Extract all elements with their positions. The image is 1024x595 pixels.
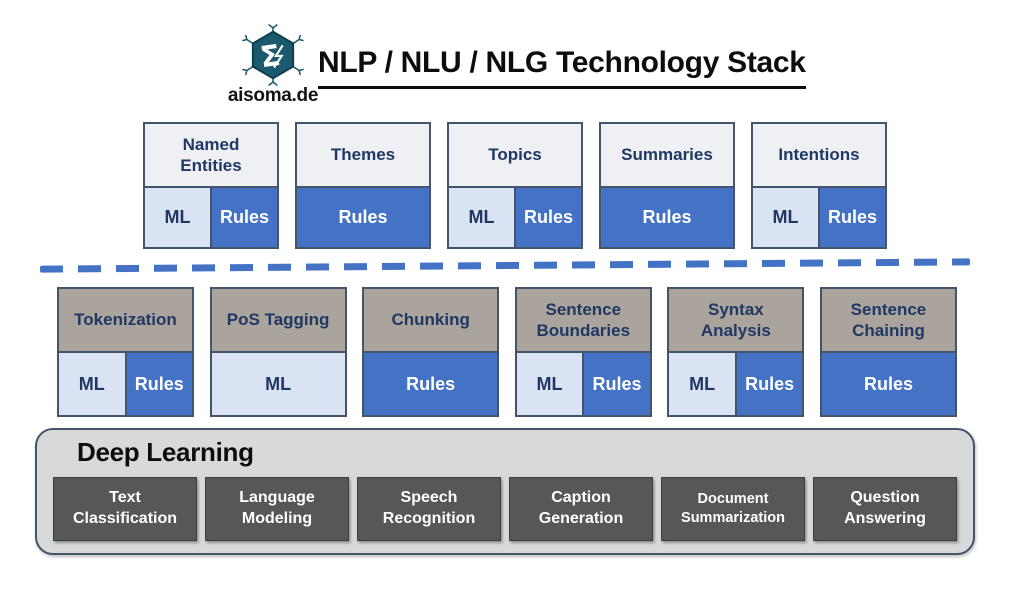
cell-rules: Rules — [124, 353, 192, 415]
hexagon-sigma-logo-icon: Σ — [242, 24, 304, 86]
cell-rules: Rules — [821, 353, 955, 415]
cell-ml: ML — [59, 353, 125, 415]
cell-ml: ML — [753, 188, 818, 247]
box-label: Named Entities — [145, 124, 277, 188]
dl-box-question-answering: Question Answering — [813, 477, 957, 541]
dl-box-document-summarization: Document Summarization — [661, 477, 805, 541]
dashed-divider — [39, 258, 971, 273]
aisoma-logo: Σ aisoma.de — [225, 24, 321, 107]
dl-box-caption-generation: Caption Generation — [509, 477, 653, 541]
box-cells: Rules — [601, 188, 733, 247]
dl-box-speech-recognition: Speech Recognition — [357, 477, 501, 541]
box-label: Tokenization — [59, 289, 192, 353]
box-label: Summaries — [601, 124, 733, 188]
cell-rules: Rules — [514, 188, 581, 247]
cell-ml: ML — [449, 188, 514, 247]
cell-rules: Rules — [210, 188, 277, 247]
box-label: Topics — [449, 124, 581, 188]
box-cells: Rules — [297, 188, 429, 247]
dl-box-text-classification: Text Classification — [53, 477, 197, 541]
box-cells: ML — [211, 353, 345, 415]
logo-text: aisoma.de — [227, 85, 319, 106]
box-label: Intentions — [753, 124, 885, 188]
box-label: Themes — [297, 124, 429, 188]
box-label: Sentence Boundaries — [516, 289, 650, 353]
cell-rules: Rules — [582, 353, 650, 415]
cell-rules: Rules — [734, 353, 803, 415]
cell-ml: ML — [669, 353, 735, 415]
box-label: Sentence Chaining — [821, 289, 955, 353]
box-label: Chunking — [364, 289, 498, 353]
deep-learning-title: Deep Learning — [77, 437, 254, 467]
cell-rules: Rules — [297, 188, 429, 247]
cell-ml: ML — [145, 188, 210, 247]
box-label: Syntax Analysis — [669, 289, 803, 353]
cell-rules: Rules — [601, 188, 733, 247]
page-title: NLP / NLU / NLG Technology Stack — [318, 46, 806, 89]
cell-rules: Rules — [818, 188, 885, 247]
dl-box-language-modeling: Language Modeling — [205, 477, 349, 541]
cell-ml: ML — [211, 353, 345, 415]
cell-ml: ML — [516, 353, 583, 415]
cell-rules: Rules — [364, 353, 498, 415]
box-label: PoS Tagging — [211, 289, 345, 353]
box-cells: Rules — [821, 353, 955, 415]
box-cells: Rules — [364, 353, 498, 415]
